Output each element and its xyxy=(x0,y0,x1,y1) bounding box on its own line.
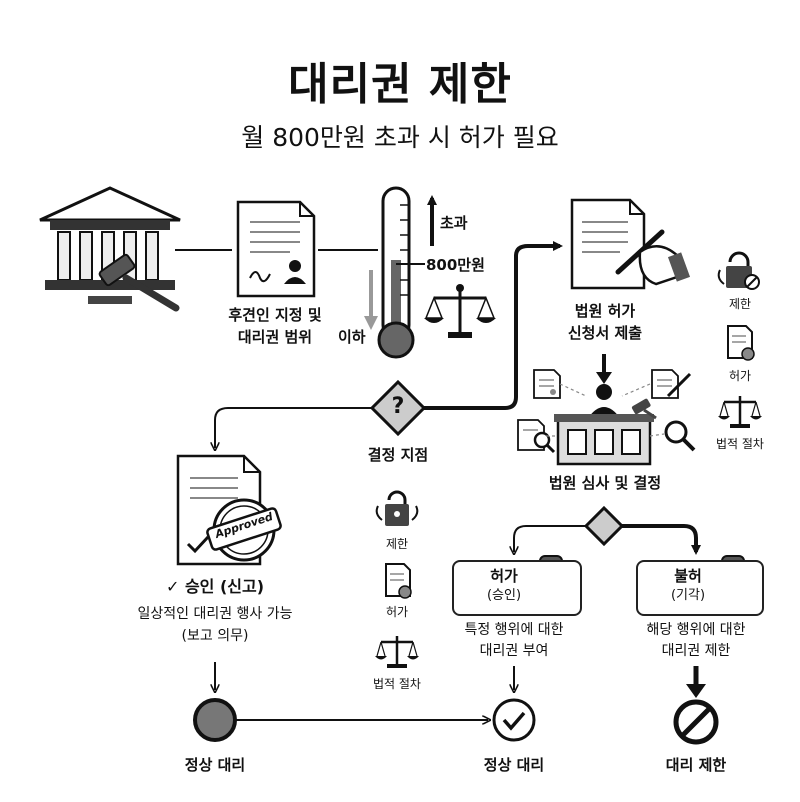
petition-label-line1: 법원 허가 xyxy=(574,302,636,320)
deny-sub: (기각) xyxy=(670,588,706,603)
permit-title: 허가 xyxy=(490,567,518,585)
final-agency-restricted: 대리 제한 xyxy=(665,756,727,774)
legend-right-restrict: 제한 xyxy=(728,297,752,311)
decision-label: 결정 지점 xyxy=(367,446,429,464)
mini-document-pen-icon xyxy=(651,369,692,399)
petition-label-line2: 신청서 제출 xyxy=(567,324,643,342)
review-decision-diamond xyxy=(583,505,625,547)
prohibited-icon xyxy=(673,699,719,745)
final-normal-agency-center: 정상 대리 xyxy=(483,756,545,774)
magnifier-icon xyxy=(664,420,696,452)
legend-lock-icon-center xyxy=(375,490,419,526)
normal-agency-check-icon xyxy=(492,698,536,742)
legend-right-permit: 허가 xyxy=(728,369,752,383)
appointment-document-icon xyxy=(236,200,316,298)
legend-scale-icon-right xyxy=(718,396,762,428)
decision-question-mark: ? xyxy=(391,394,405,419)
decision-diamond xyxy=(369,379,427,437)
court-bench-icon xyxy=(554,384,654,466)
deny-desc-line1: 해당 행위에 대한 xyxy=(646,622,746,638)
approval-desc-line1: 일상적인 대리권 행사 가능 xyxy=(137,606,293,622)
approved-stamp-icon xyxy=(206,498,282,562)
petition-arrow xyxy=(424,241,563,410)
approval-desc-line2: (보고 의무) xyxy=(181,628,249,644)
small-gavel-icon xyxy=(631,398,657,420)
approval-result: ✓ 승인 (신고) xyxy=(165,577,265,596)
under-label: 이하 xyxy=(338,328,366,346)
legend-certificate-icon-right xyxy=(727,325,755,361)
mini-document-icon xyxy=(533,369,561,399)
deny-box xyxy=(636,560,764,616)
permit-sub: (승인) xyxy=(486,588,522,603)
permit-box xyxy=(452,560,582,616)
scale-icon xyxy=(424,284,496,338)
deny-title: 불허 xyxy=(674,567,702,585)
permit-branch-arrow xyxy=(514,525,586,552)
deny-branch-arrow xyxy=(622,524,701,555)
page-title: 대리권 제한 xyxy=(288,59,512,110)
deny-desc-line2: 대리권 제한 xyxy=(661,643,731,659)
thermometer-icon xyxy=(377,186,425,359)
guardian-label-line1: 후견인 지정 및 xyxy=(228,306,322,324)
legend-scale-icon-center xyxy=(375,636,419,668)
page-subtitle: 월 800만원 초과 시 허가 필요 xyxy=(241,123,559,152)
approval-arrow xyxy=(215,407,372,448)
guardian-label-line2: 대리권 범위 xyxy=(237,328,313,346)
legend-center-permit: 허가 xyxy=(385,605,409,619)
document-magnifier-icon xyxy=(517,419,556,454)
permit-desc-line1: 특정 행위에 대한 xyxy=(464,622,564,638)
petition-document-icon xyxy=(570,198,646,290)
final-normal-agency-left: 정상 대리 xyxy=(184,756,246,774)
legend-right-legal: 법적 절차 xyxy=(716,437,764,451)
over-label: 초과 xyxy=(440,214,468,232)
review-label: 법원 심사 및 결정 xyxy=(548,474,662,492)
legend-center-restrict: 제한 xyxy=(385,537,409,551)
pen-hand-icon xyxy=(615,229,691,286)
permit-desc-line2: 대리권 부여 xyxy=(479,643,549,659)
legend-certificate-icon-center xyxy=(385,563,412,599)
legend-lock-icon-right xyxy=(717,251,760,290)
threshold-label: 800만원 xyxy=(426,256,485,274)
normal-agency-circle-icon xyxy=(193,698,237,742)
legend-center-legal: 법적 절차 xyxy=(373,677,421,691)
gavel-icon xyxy=(88,253,180,312)
